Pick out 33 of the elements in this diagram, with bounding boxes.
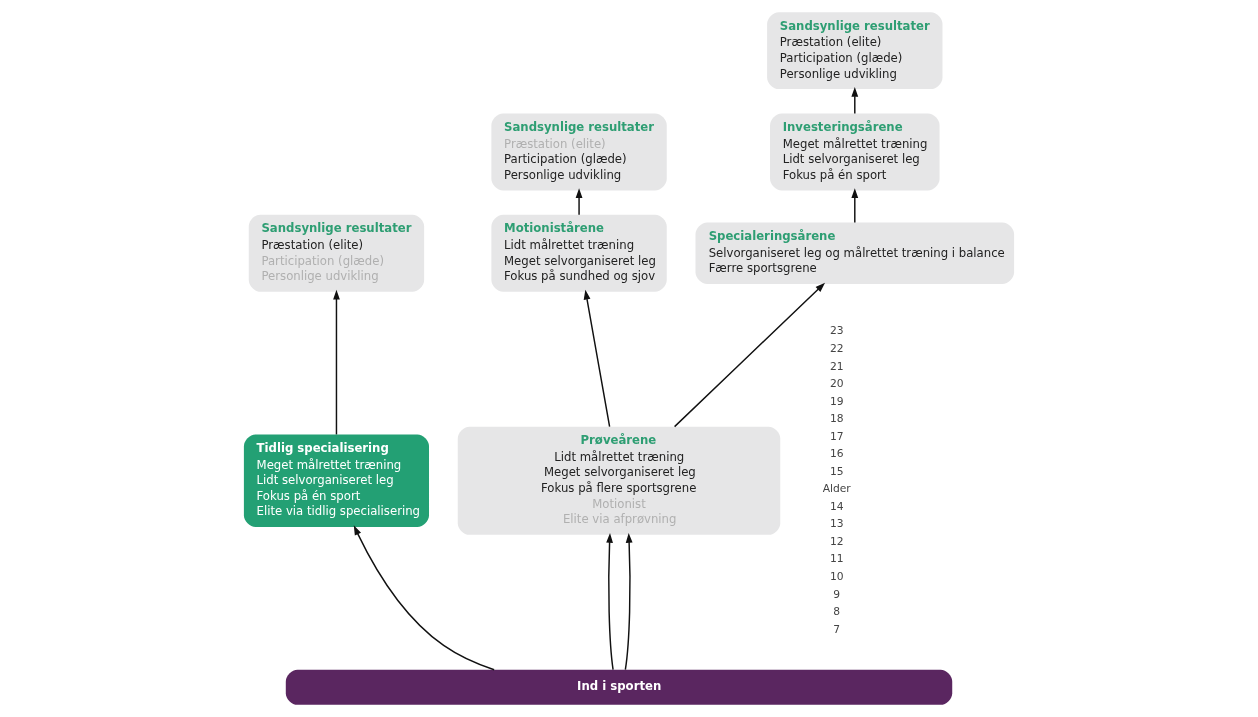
- label: 17: [829, 429, 844, 443]
- arrow: [333, 289, 340, 436]
- arrow: [583, 289, 611, 428]
- arrow: [606, 533, 614, 671]
- node-box: Sandsynlige resultater Præstation (elite) Participation (glæde) Personlige udvikling: [767, 12, 943, 90]
- label: 23: [829, 324, 844, 338]
- node-box: Investeringsårene Meget målrettet træning Lidt selvorganiseret leg Fokus på én sport: [770, 113, 940, 191]
- arrow: [575, 188, 583, 216]
- label: 8: [833, 605, 841, 619]
- arrow: [673, 282, 826, 428]
- label: 18: [829, 412, 844, 426]
- label: 14: [829, 499, 844, 513]
- node-box: Specialeringsårene Selvorganiseret leg og målrettet træning i balance Færre sportsgrene: [695, 222, 1015, 284]
- label: 10: [829, 569, 844, 583]
- label: 9: [833, 587, 841, 601]
- arrow: [353, 525, 495, 671]
- arrow: [851, 87, 859, 115]
- label: 21: [829, 359, 844, 373]
- label: 13: [829, 517, 844, 531]
- label: Alder: [822, 482, 851, 496]
- node-box: Tidlig specialisering Meget målrettet træning Lidt selvorganiseret leg Fokus på én sport Elite via tidlig specialisering: [243, 434, 429, 528]
- label: 12: [829, 534, 844, 548]
- label: 19: [829, 394, 844, 408]
- label: 16: [829, 447, 844, 461]
- node-box: Ind i sporten: [285, 669, 953, 705]
- label: 7: [833, 622, 841, 636]
- label: 15: [829, 464, 844, 478]
- arrow: [624, 533, 633, 671]
- node-box: Motionistårene Lidt målrettet træning Meget selvorganiseret leg Fokus på sundhed og sjov: [491, 214, 667, 292]
- arrow: [851, 188, 859, 224]
- label: 22: [829, 341, 844, 355]
- label: 11: [829, 552, 844, 566]
- label: 20: [829, 377, 844, 391]
